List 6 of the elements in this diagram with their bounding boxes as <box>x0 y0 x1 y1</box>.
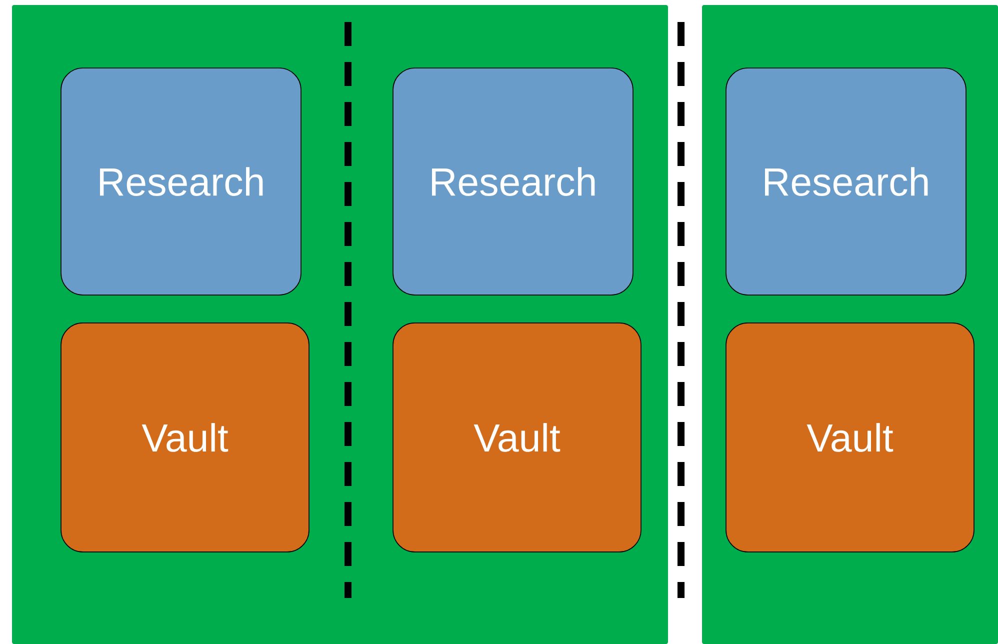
process-box: Vault <box>60 322 310 552</box>
process-box: Research <box>726 68 966 296</box>
process-box: Research <box>392 68 634 296</box>
process-box: Vault <box>726 322 974 552</box>
process-box: Vault <box>392 322 642 552</box>
process-box: Research <box>60 68 302 296</box>
